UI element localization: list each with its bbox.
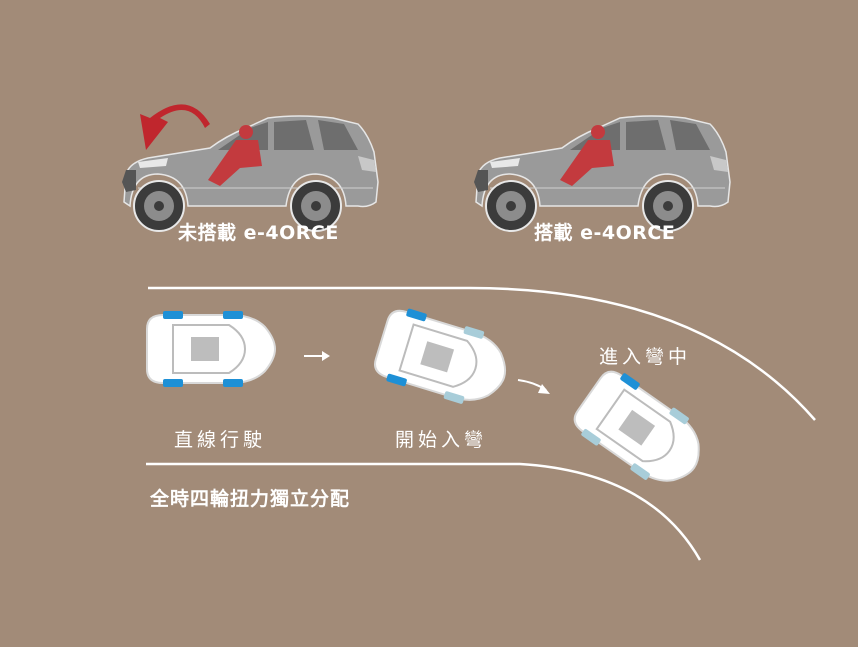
road-inner-line bbox=[146, 462, 702, 561]
arrow-right-icon bbox=[304, 351, 330, 361]
road-outer-line bbox=[148, 286, 816, 421]
driver-figure bbox=[560, 125, 614, 186]
tire-front-right bbox=[223, 379, 243, 387]
tire-front-right bbox=[443, 391, 465, 404]
car-with-e4orce bbox=[473, 115, 731, 232]
car-label-with: 搭載 e-4ORCE bbox=[534, 222, 676, 244]
tire-rear-left bbox=[163, 311, 183, 319]
top-car-in-corner bbox=[568, 365, 715, 497]
tire-rear-right bbox=[163, 379, 183, 387]
tire-front-left bbox=[669, 407, 689, 425]
tire-front-left bbox=[223, 311, 243, 319]
arrow-right-icon bbox=[517, 379, 550, 394]
tire-rear-left bbox=[620, 373, 640, 390]
main-caption: 全時四輪扭力獨立分配 bbox=[150, 488, 351, 510]
top-car-straight bbox=[146, 311, 276, 387]
curved-arrow-icon bbox=[140, 104, 210, 150]
stage-label-entering: 開始入彎 bbox=[395, 429, 488, 451]
tire-front-right bbox=[630, 463, 650, 480]
tire-rear-right bbox=[386, 373, 407, 387]
driver-figure bbox=[208, 125, 262, 186]
top-car-entering bbox=[370, 306, 516, 411]
tire-rear-right bbox=[581, 428, 601, 446]
stage-label-straight: 直線行駛 bbox=[174, 429, 267, 451]
stage-label-in-corner: 進入彎中 bbox=[599, 346, 692, 368]
car-label-without: 未搭載 e-4ORCE bbox=[178, 222, 339, 244]
tire-rear-left bbox=[406, 308, 427, 322]
car-without-e4orce bbox=[121, 115, 379, 232]
tire-front-left bbox=[463, 326, 485, 339]
